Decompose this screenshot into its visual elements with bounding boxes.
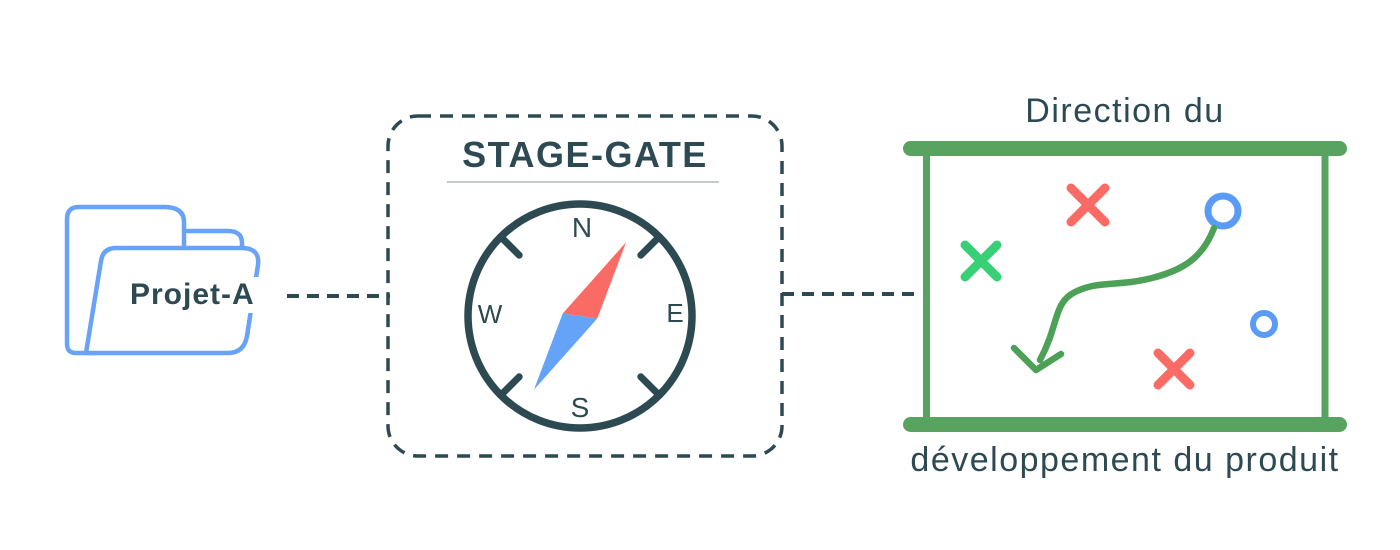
stage-gate-title-underline xyxy=(447,181,719,183)
x-mark-icon-green xyxy=(960,240,1002,282)
connector-right-dashed-line xyxy=(782,292,922,296)
strategy-board-icon xyxy=(903,141,1347,432)
stage-gate-box: N W E S xyxy=(386,114,784,458)
board-bottom-bar xyxy=(903,417,1347,432)
folder-back-outline xyxy=(64,204,187,356)
board-top-bar xyxy=(903,141,1347,156)
dashed-border xyxy=(386,114,784,458)
compass-south-label: S xyxy=(571,392,590,423)
board-title-bottom: développement du produit xyxy=(910,441,1340,479)
circle-mark-icon-small xyxy=(1250,310,1278,338)
connector-left-dashed-line xyxy=(287,294,390,298)
stage-gate-title: STAGE-GATE xyxy=(462,134,708,175)
x-mark-icon-red-bottom xyxy=(1153,348,1195,390)
compass-west-label: W xyxy=(478,299,503,329)
board-title-top: Direction du xyxy=(1025,92,1225,130)
circle-mark-icon-large xyxy=(1204,192,1242,230)
compass-east-label: E xyxy=(666,298,683,328)
curved-arrow-icon xyxy=(1010,224,1218,374)
compass-needle xyxy=(533,242,627,390)
project-label: Projet-A xyxy=(126,277,259,313)
x-mark-icon-red-top xyxy=(1066,183,1110,227)
compass-north-label: N xyxy=(572,212,592,243)
folder-tab-outline xyxy=(181,228,245,253)
compass-icon: N W E S xyxy=(464,200,696,432)
